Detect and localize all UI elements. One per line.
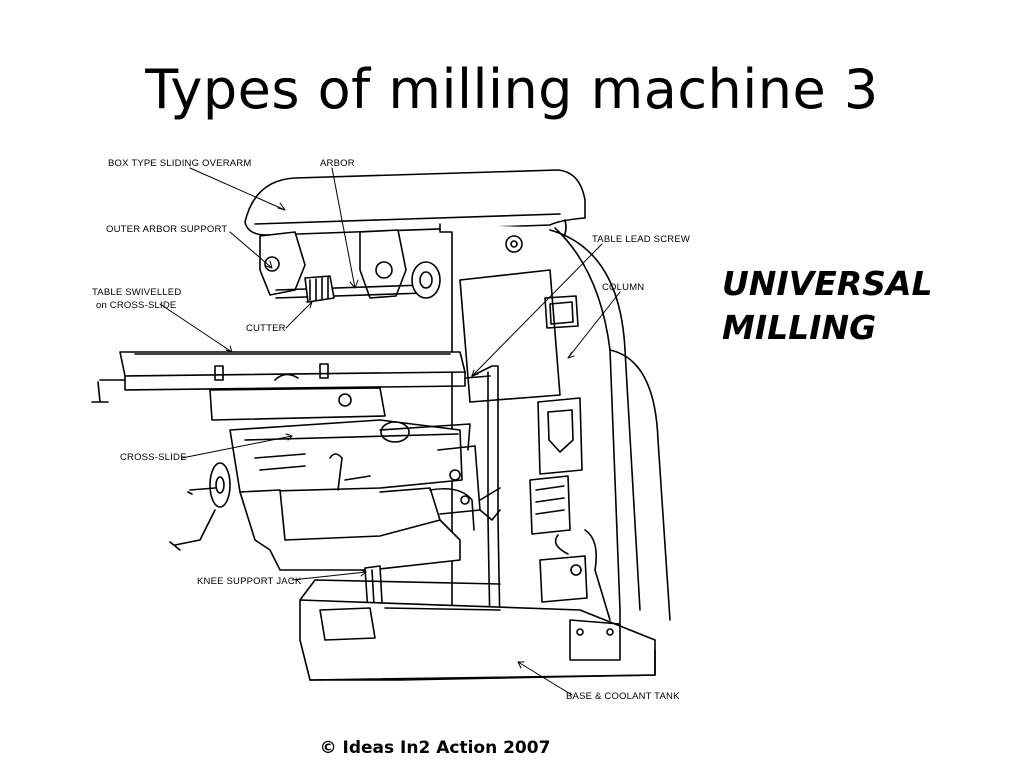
handwheel-shape [169,462,231,551]
label-table-swivelled-1: TABLE SWIVELLED [92,287,182,298]
label-overarm: BOX TYPE SLIDING OVERARM [108,158,252,169]
electrical-box-shape [529,397,611,621]
side-heading-line-2: MILLING [722,308,877,347]
slide-title: Types of milling machine 3 [145,58,879,121]
label-arbor: ARBOR [320,158,355,169]
label-base-coolant-tank: BASE & COOLANT TANK [566,691,680,702]
label-knee-support-jack: KNEE SUPPORT JACK [197,576,302,587]
knee-shape [239,445,501,571]
arbor-shape [259,229,441,303]
label-column: COLUMN [602,282,645,293]
milling-machine-diagram: BOX TYPE SLIDING OVERARM ARBOR OUTER ARB… [80,140,700,720]
cross-slide-shape [229,419,471,493]
column-shape [439,223,671,661]
side-heading-line-1: UNIVERSAL [722,264,933,303]
label-cross-slide: CROSS-SLIDE [120,452,187,463]
label-cutter: CUTTER [246,323,286,334]
side-heading: UNIVERSAL MILLING [722,262,933,350]
label-table-lead-screw: TABLE LEAD SCREW [592,234,691,245]
label-table-swivelled-2: on CROSS-SLIDE [96,300,177,311]
table-shape [91,351,491,421]
copyright-footer: © Ideas In2 Action 2007 [319,738,551,758]
overarm-shape [244,169,586,247]
base-shape [299,579,656,681]
leader-lines [159,167,621,696]
milling-machine-drawing [91,167,671,696]
label-outer-arbor-support: OUTER ARBOR SUPPORT [106,224,228,235]
